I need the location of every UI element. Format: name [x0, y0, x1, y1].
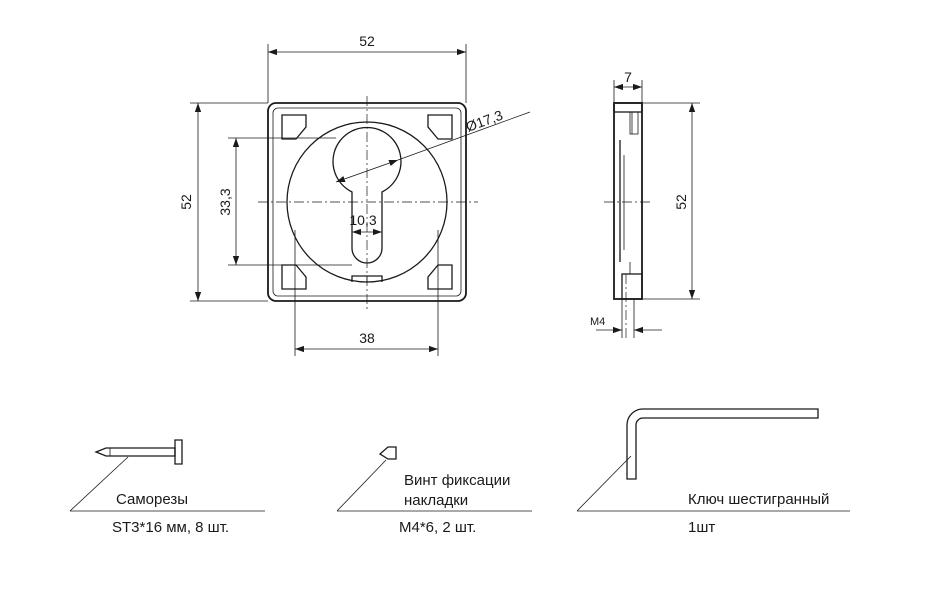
thread-hole-top — [629, 111, 639, 135]
leader-line — [336, 459, 387, 512]
corner-window-tr — [427, 114, 453, 140]
section-bottom-hatch — [621, 273, 643, 300]
corner-window-br — [427, 264, 453, 290]
leader-line — [576, 455, 632, 512]
side-view: 7 52 M4 — [590, 69, 700, 338]
corner-window-bl — [281, 264, 307, 290]
part-spec: 1шт — [688, 519, 715, 536]
front-view: 52 52 33,3 Ø17,3 10,3 38 — [178, 33, 531, 356]
part-fixing-screw: Винт фиксации накладки M4*6, 2 шт. — [336, 446, 532, 536]
small-screw-icon — [378, 446, 397, 460]
section-top-hatch — [613, 102, 643, 113]
part-name-line1: Винт фиксации — [404, 472, 510, 489]
part-spec: ST3*16 мм, 8 шт. — [112, 519, 229, 536]
hex-key-icon — [626, 408, 819, 480]
part-spec: M4*6, 2 шт. — [399, 519, 476, 536]
dim-bottom-label: 38 — [359, 330, 375, 346]
dim-diameter-label: Ø17,3 — [464, 107, 506, 135]
dim-thread-label: M4 — [590, 316, 605, 328]
leader-line — [69, 456, 129, 512]
part-screws: Саморезы ST3*16 мм, 8 шт. — [69, 439, 265, 536]
dim-height-label: 52 — [178, 194, 194, 210]
part-name: Ключ шестигранный — [688, 491, 829, 508]
dim-inner-height-label: 33,3 — [217, 188, 233, 215]
part-name: Саморезы — [116, 491, 188, 508]
keyhole-cutout — [332, 126, 402, 264]
dim-line-diameter — [335, 159, 399, 183]
dim-thickness-label: 7 — [624, 69, 632, 85]
part-hex-key: Ключ шестигранный 1шт — [576, 408, 850, 536]
dim-width-label: 52 — [359, 33, 375, 49]
screw-icon — [94, 439, 183, 465]
dim-slot-label: 10,3 — [349, 212, 376, 228]
corner-window-tl — [281, 114, 307, 140]
dim-side-height-label: 52 — [673, 194, 689, 210]
part-name-line2: накладки — [404, 492, 468, 509]
